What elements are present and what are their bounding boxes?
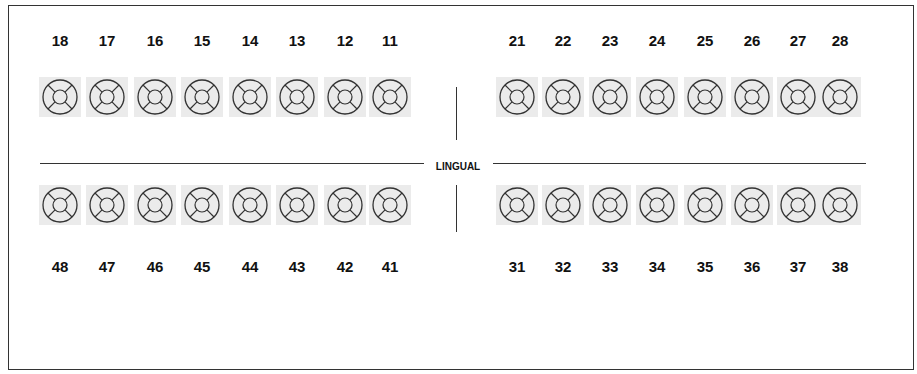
tooth-number: 23 <box>602 33 619 48</box>
tooth-symbol <box>777 77 819 117</box>
frame <box>9 6 914 370</box>
tooth-number: 15 <box>194 33 211 48</box>
tooth-number: 13 <box>289 33 306 48</box>
tooth-symbol <box>39 77 81 117</box>
tooth-symbol <box>181 185 223 225</box>
tooth-number: 28 <box>832 33 849 48</box>
tooth-number: 31 <box>509 259 526 274</box>
tooth-number: 41 <box>382 259 399 274</box>
tooth-number: 46 <box>147 259 164 274</box>
tooth-number: 12 <box>337 33 354 48</box>
tooth-number: 44 <box>242 259 259 274</box>
tooth-symbol <box>369 185 411 225</box>
tooth-number: 36 <box>744 259 761 274</box>
tooth-symbol <box>276 185 318 225</box>
tooth-symbol <box>134 185 176 225</box>
tooth-symbol <box>369 77 411 117</box>
tooth-symbol <box>542 185 584 225</box>
tooth-number: 22 <box>555 33 572 48</box>
tooth-symbol <box>819 77 861 117</box>
tooth-number: 18 <box>52 33 69 48</box>
tooth-number: 42 <box>337 259 354 274</box>
midline <box>493 163 866 164</box>
tooth-number: 32 <box>555 259 572 274</box>
tooth-symbol <box>777 185 819 225</box>
tooth-symbol <box>636 185 678 225</box>
tooth-symbol <box>684 77 726 117</box>
tooth-number: 25 <box>697 33 714 48</box>
tooth-number: 11 <box>382 33 398 48</box>
tooth-symbol <box>589 185 631 225</box>
tooth-symbol <box>496 77 538 117</box>
tooth-symbol <box>86 77 128 117</box>
tooth-symbol <box>636 77 678 117</box>
midline <box>456 87 457 140</box>
midline <box>456 185 457 232</box>
tooth-number: 43 <box>289 259 306 274</box>
tooth-symbol <box>86 185 128 225</box>
tooth-symbol <box>684 185 726 225</box>
tooth-symbol <box>229 185 271 225</box>
tooth-symbol <box>134 77 176 117</box>
tooth-symbol <box>324 185 366 225</box>
tooth-symbol <box>276 77 318 117</box>
tooth-number: 47 <box>99 259 116 274</box>
tooth-number: 45 <box>194 259 211 274</box>
tooth-symbol <box>496 185 538 225</box>
tooth-symbol <box>542 77 584 117</box>
tooth-symbol <box>731 185 773 225</box>
tooth-number: 14 <box>242 33 259 48</box>
tooth-number: 48 <box>52 259 69 274</box>
tooth-symbol <box>589 77 631 117</box>
tooth-symbol <box>324 77 366 117</box>
tooth-number: 33 <box>602 259 619 274</box>
tooth-symbol <box>181 77 223 117</box>
tooth-number: 24 <box>649 33 666 48</box>
tooth-symbol <box>731 77 773 117</box>
side-label: LINGUAL <box>434 161 482 173</box>
tooth-number: 35 <box>697 259 714 274</box>
tooth-number: 37 <box>790 259 807 274</box>
tooth-number: 16 <box>147 33 164 48</box>
tooth-symbol <box>39 185 81 225</box>
tooth-number: 38 <box>832 259 849 274</box>
tooth-number: 26 <box>744 33 761 48</box>
tooth-symbol <box>819 185 861 225</box>
tooth-symbol <box>229 77 271 117</box>
tooth-number: 27 <box>790 33 807 48</box>
tooth-number: 34 <box>649 259 666 274</box>
tooth-number: 21 <box>509 33 526 48</box>
tooth-number: 17 <box>99 33 116 48</box>
midline <box>40 163 424 164</box>
